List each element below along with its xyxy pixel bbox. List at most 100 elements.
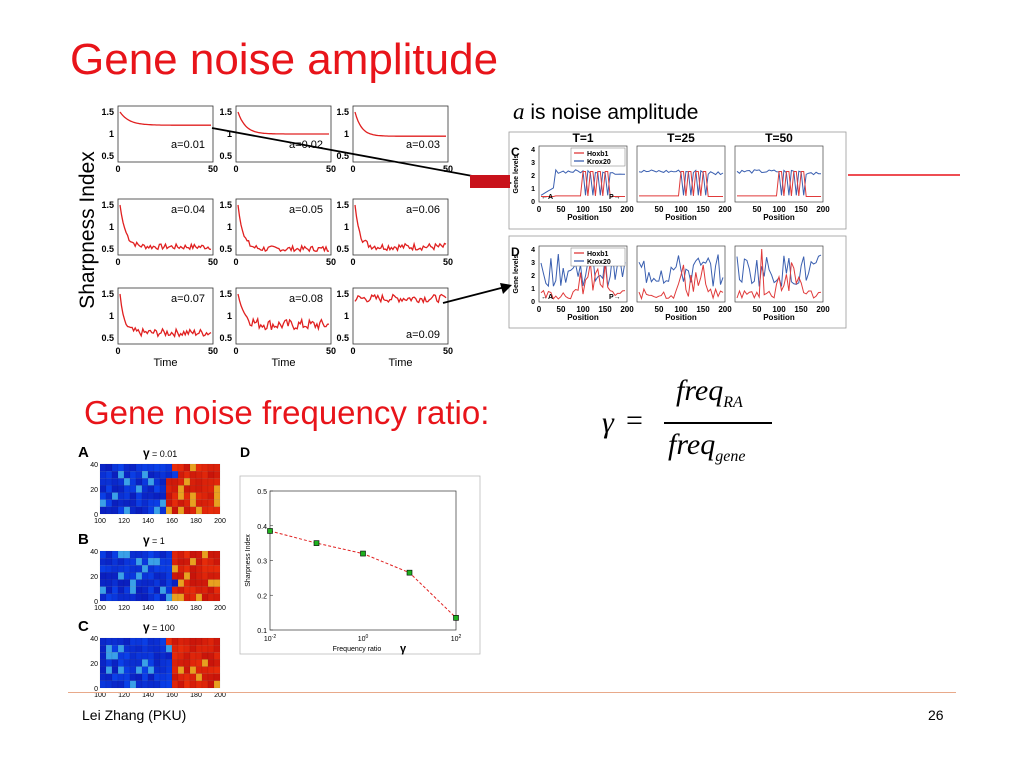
heatmap-cell bbox=[123, 652, 131, 660]
heatmap-cell bbox=[201, 492, 209, 500]
heatmap-cell bbox=[213, 637, 221, 646]
heatmap-cell bbox=[171, 463, 179, 472]
heatmap-cell bbox=[177, 586, 185, 595]
gene-x-tick: 150 bbox=[696, 205, 710, 214]
heatmap-cell bbox=[213, 659, 221, 667]
heatmap-cell bbox=[99, 463, 107, 472]
arrow-line-top bbox=[211, 127, 506, 183]
heatmap-cell bbox=[135, 470, 143, 479]
heatmap-cell bbox=[183, 470, 191, 479]
heatmap-cell bbox=[159, 557, 167, 566]
heatmap-cell bbox=[195, 478, 203, 486]
chart-x-tick-label: 102 bbox=[451, 634, 462, 643]
heatmap-cell bbox=[207, 485, 215, 493]
heatmap-cell bbox=[99, 470, 107, 479]
gene-x-tick: 100 bbox=[772, 305, 786, 314]
heatmap-cell bbox=[213, 499, 221, 508]
heatmap-cell bbox=[117, 644, 125, 653]
heatmap-x-tick: 160 bbox=[166, 518, 178, 525]
heatmap-cell bbox=[183, 586, 191, 595]
heatmap-cell bbox=[105, 593, 113, 602]
heatmap-x-tick: 100 bbox=[94, 518, 106, 525]
hoxb1-trace bbox=[540, 262, 626, 300]
heatmap-cell bbox=[147, 659, 155, 667]
x-tick-label: 0 bbox=[350, 346, 355, 356]
heatmap-cell bbox=[177, 506, 185, 515]
y-tick-label: 1.5 bbox=[336, 107, 349, 117]
heatmap-cell bbox=[195, 572, 203, 580]
heatmap-cell bbox=[189, 680, 197, 689]
data-point bbox=[267, 528, 273, 534]
heatmap-y-tick: 0 bbox=[94, 686, 98, 693]
heatmap-cell bbox=[165, 637, 173, 646]
heatmap-cell bbox=[111, 492, 119, 500]
x-tick-label: 50 bbox=[208, 257, 218, 267]
heatmap-cell bbox=[123, 673, 131, 682]
noise-trace bbox=[354, 292, 447, 305]
x-tick-label: 50 bbox=[326, 164, 336, 174]
heatmap-cell bbox=[111, 557, 119, 566]
heatmap-cell bbox=[165, 652, 173, 660]
heatmap-cell bbox=[99, 550, 107, 559]
heatmap-cell bbox=[189, 586, 197, 595]
heatmap-cell bbox=[159, 463, 167, 472]
x-tick-label: 0 bbox=[350, 257, 355, 267]
heatmap-cell bbox=[141, 463, 149, 472]
heatmap-cell bbox=[177, 492, 185, 500]
y-tick-label: 0.5 bbox=[336, 333, 349, 343]
gene-x-tick: 50 bbox=[655, 305, 664, 314]
heatmap-cell bbox=[123, 499, 131, 508]
heatmap-cell bbox=[201, 644, 209, 653]
heatmap-cell bbox=[135, 586, 143, 595]
heatmap-cell bbox=[183, 659, 191, 667]
heatmap-cell bbox=[177, 637, 185, 646]
noise-trace bbox=[237, 204, 330, 253]
heatmap-cell bbox=[105, 652, 113, 660]
heatmap-cell bbox=[129, 485, 137, 493]
heatmap-cell bbox=[189, 652, 197, 660]
heatmap-cell bbox=[123, 579, 131, 587]
heatmap-cell bbox=[147, 506, 155, 515]
heatmap-cell bbox=[207, 463, 215, 472]
heatmap-cell bbox=[141, 492, 149, 500]
y-tick-label: 1 bbox=[227, 129, 232, 139]
heatmap-cell bbox=[147, 463, 155, 472]
heatmap-cell bbox=[195, 593, 203, 602]
heatmap-cell bbox=[195, 470, 203, 479]
heatmap-cell bbox=[99, 557, 107, 566]
x-axis-label: Time bbox=[153, 357, 177, 369]
heatmap-cell bbox=[177, 499, 185, 508]
x-tick-label: 50 bbox=[326, 257, 336, 267]
heatmap-cell bbox=[153, 463, 161, 472]
heatmap-cell bbox=[165, 644, 173, 653]
heatmap-x-tick: 100 bbox=[94, 692, 106, 699]
heatmap-cell bbox=[135, 644, 143, 653]
heatmap-cell bbox=[177, 680, 185, 689]
heatmap-cell bbox=[159, 485, 167, 493]
heatmap-cell bbox=[165, 485, 173, 493]
heatmap-cell bbox=[213, 506, 221, 515]
heatmap-cell bbox=[201, 680, 209, 689]
y-tick-label: 1 bbox=[344, 129, 349, 139]
heatmap-cell bbox=[141, 644, 149, 653]
heatmap-cell bbox=[105, 666, 113, 674]
y-tick-label: 1 bbox=[109, 311, 114, 321]
y-tick-label: 1 bbox=[344, 222, 349, 232]
heatmap-cell bbox=[159, 499, 167, 508]
heatmap-cell bbox=[153, 470, 161, 479]
heatmap-cell bbox=[201, 463, 209, 472]
heatmap-cell bbox=[105, 506, 113, 515]
heatmap-cell bbox=[207, 565, 215, 573]
heatmap-cell bbox=[159, 659, 167, 667]
heatmap-x-tick: 180 bbox=[190, 605, 202, 612]
heatmap-cell bbox=[153, 557, 161, 566]
heatmap-cell bbox=[129, 550, 137, 559]
y-tick-label: 1.5 bbox=[219, 107, 232, 117]
heatmap-x-tick: 120 bbox=[118, 605, 130, 612]
gene-x-label: Position bbox=[567, 213, 599, 222]
heatmap-cell bbox=[201, 673, 209, 682]
